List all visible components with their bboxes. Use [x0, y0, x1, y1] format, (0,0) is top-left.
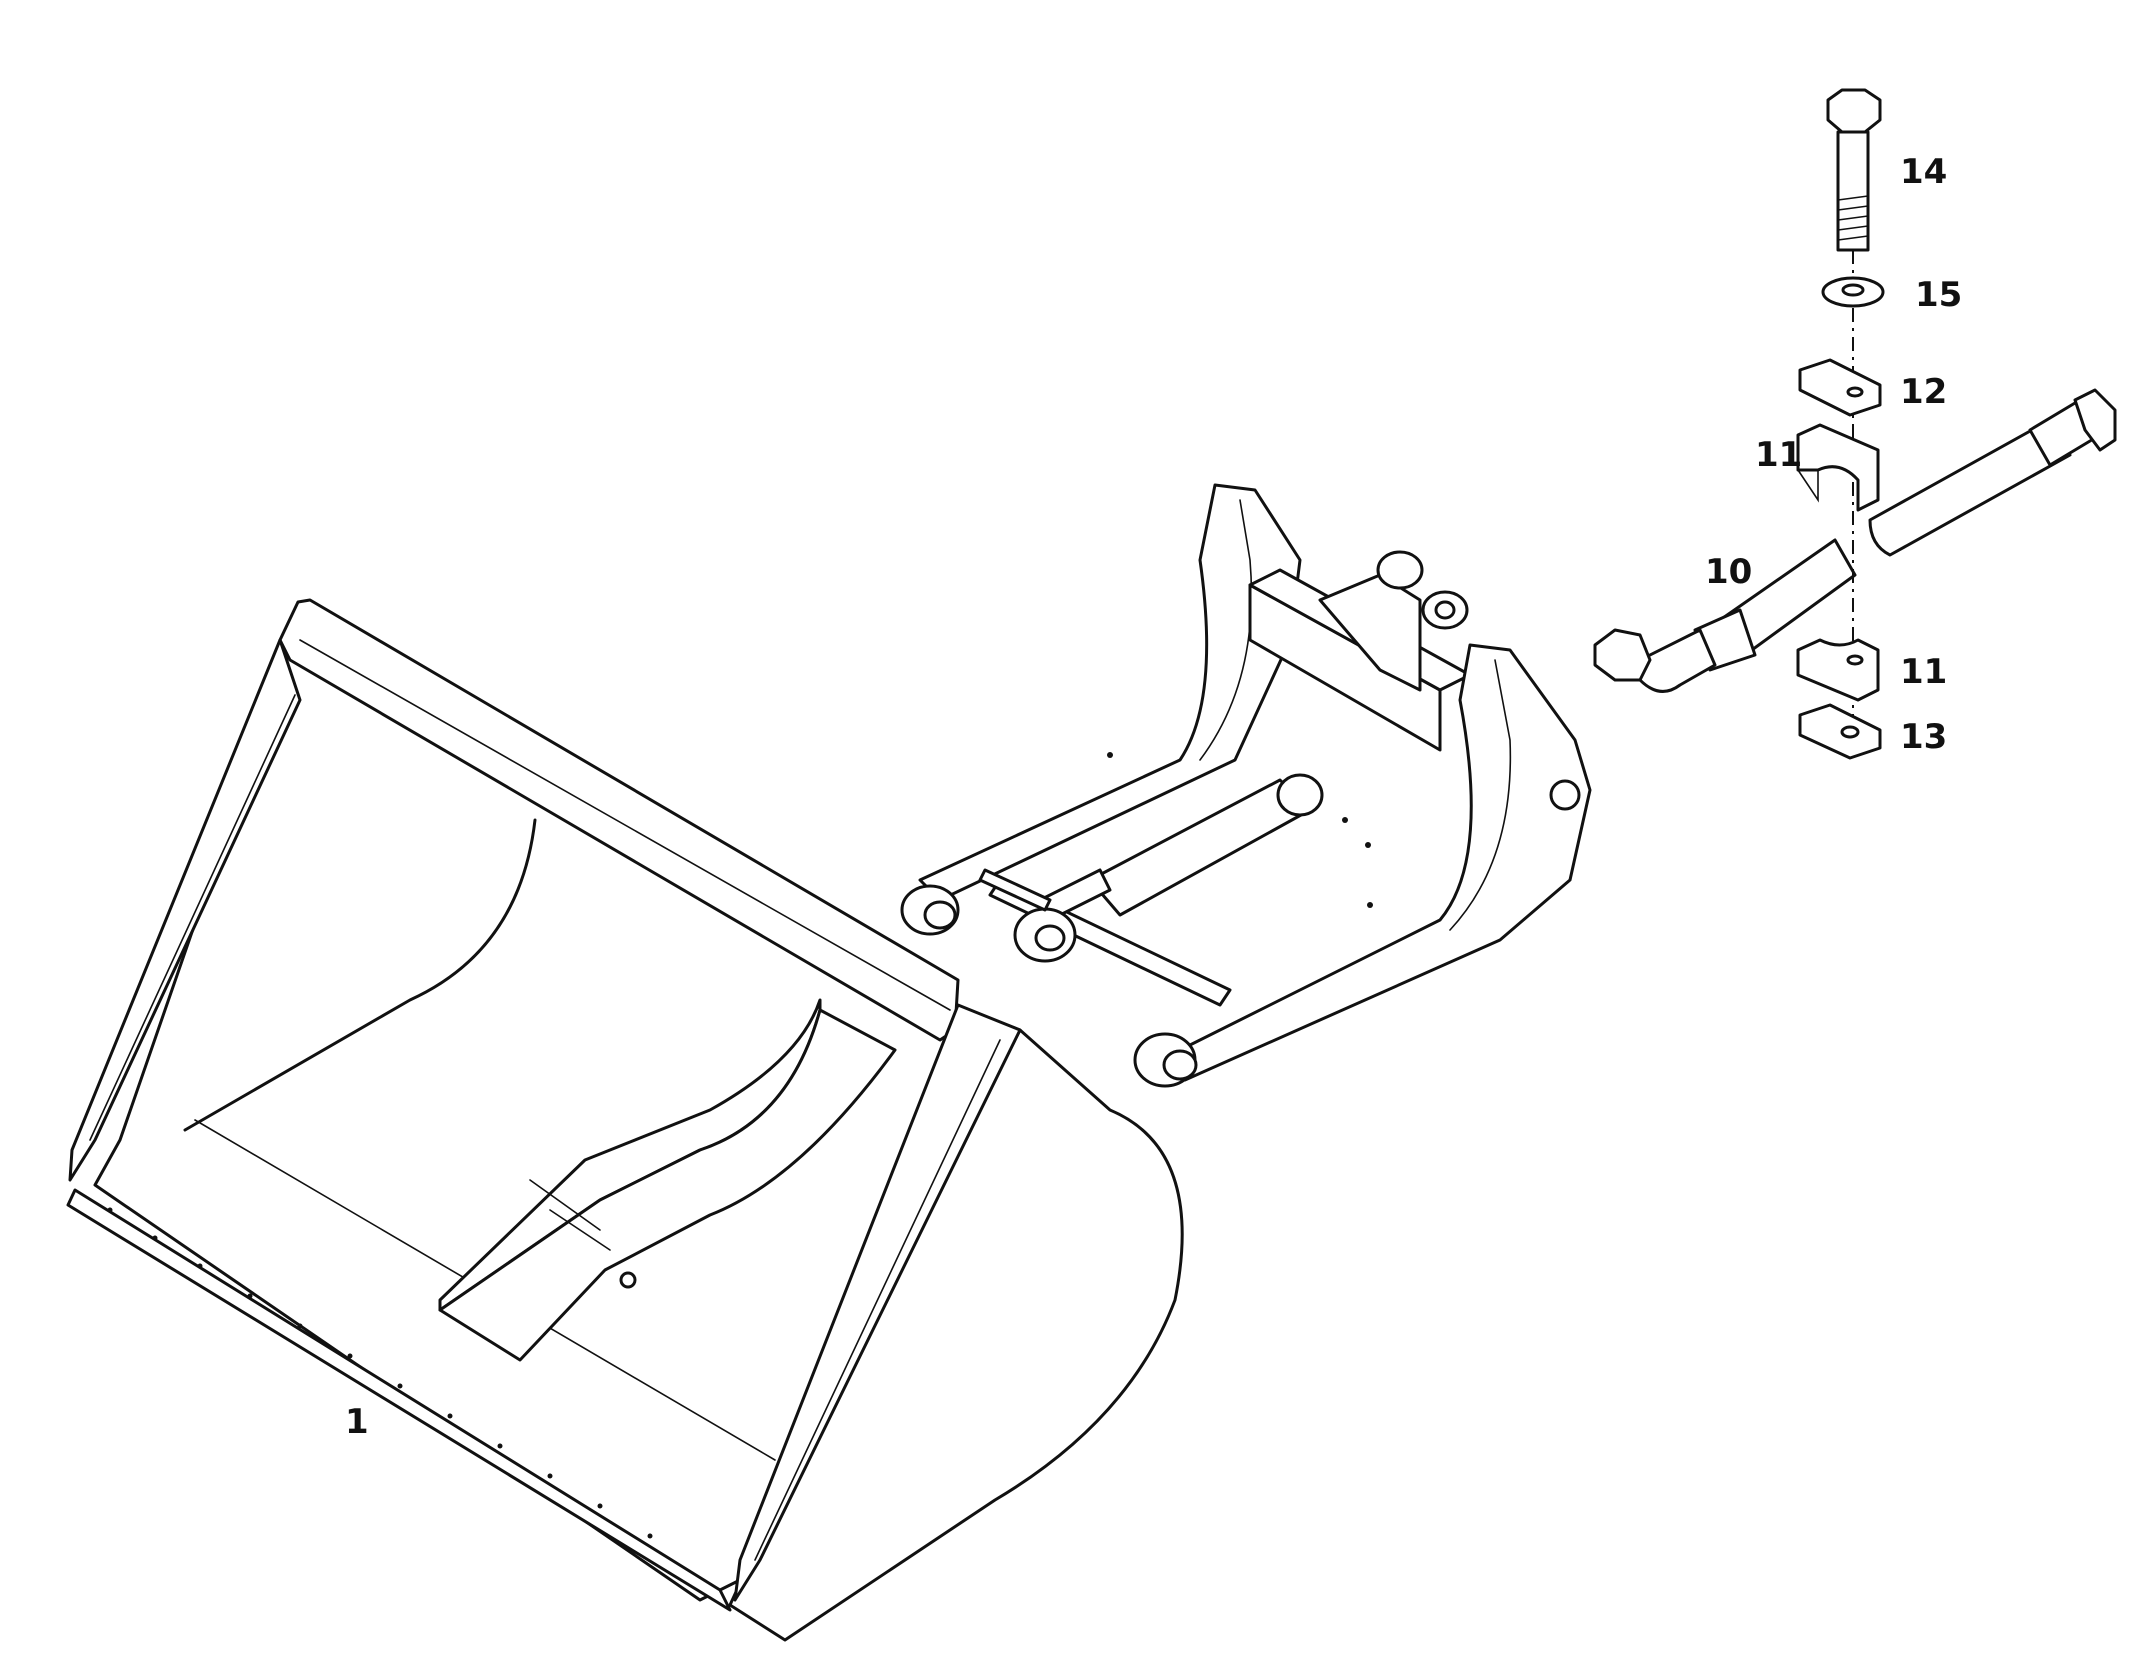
bucket-floor — [183, 818, 537, 1132]
callout-clamp-plate-top: 12 — [1900, 372, 1948, 412]
callout-clamp-plate-bottom: 13 — [1900, 717, 1948, 757]
bucket-rib-plate — [438, 1008, 897, 1362]
callout-clamp-half-upper: 11 — [1755, 435, 1803, 475]
hitch-cylinder-bracket — [1318, 573, 1422, 692]
hitch-right-pivot-hole — [1549, 779, 1581, 811]
hose-right-nut — [2073, 388, 2117, 452]
hitch-cross-pin — [978, 868, 1052, 912]
hitch-left-arm — [918, 483, 1302, 902]
clamp-half-lower — [1796, 638, 1880, 702]
bucket-left-side — [68, 638, 302, 1182]
hose-assembly — [1593, 388, 2117, 693]
callout-bucket: 1 — [345, 1402, 369, 1442]
callout-bolt: 14 — [1900, 152, 1948, 192]
bucket-cutting-edge — [66, 1188, 732, 1612]
bucket — [66, 598, 1184, 1642]
bolt-head — [1826, 88, 1882, 134]
clamp-half-upper — [1796, 423, 1880, 512]
quick-hitch-frame — [900, 483, 1592, 1088]
hose-elbow — [1638, 628, 1717, 693]
clamp-plate-top — [1798, 358, 1882, 417]
bracket-eye-left — [1376, 550, 1424, 590]
bucket-top-edge-line — [299, 639, 951, 1011]
bucket-rib-hole — [619, 1271, 637, 1289]
hose-elbow-nut — [1593, 628, 1652, 682]
clamp-stack — [1796, 88, 1885, 760]
bolt-shank — [1836, 130, 1870, 252]
clamp-plate-bottom — [1798, 703, 1882, 760]
cutting-edge-bolts — [107, 1207, 653, 1539]
callout-clamp-half-lower: 11 — [1900, 652, 1948, 692]
bucket-shell — [728, 1028, 1184, 1642]
callout-washer: 15 — [1915, 275, 1963, 315]
hitch-right-arm — [1158, 643, 1592, 1082]
hose-right-segment — [1868, 418, 2072, 557]
callout-hose-assembly: 10 — [1705, 552, 1753, 592]
